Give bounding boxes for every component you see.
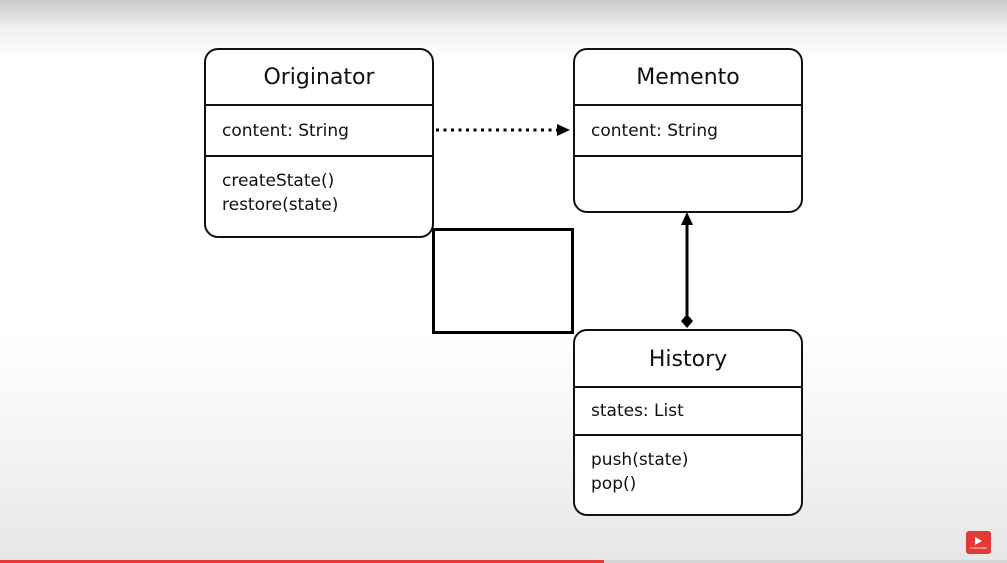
play-icon bbox=[975, 536, 982, 545]
originator-class: Originator content: String createState()… bbox=[204, 48, 434, 238]
memento-class: Memento content: String bbox=[573, 48, 803, 213]
originator-class-name: Originator bbox=[206, 50, 432, 106]
video-progress-fill bbox=[0, 560, 605, 563]
memento-attributes: content: String bbox=[575, 106, 801, 157]
originator-attributes: content: String bbox=[206, 106, 432, 157]
history-operation: pop() bbox=[591, 474, 637, 494]
history-class: History states: List push(state) pop() bbox=[573, 329, 803, 516]
aggregation-arrowhead bbox=[681, 212, 693, 225]
memento-attribute: content: String bbox=[591, 121, 718, 141]
empty-placeholder-box bbox=[432, 228, 574, 334]
subscribe-label: SUBSCRIBE bbox=[969, 545, 988, 550]
history-class-name: History bbox=[575, 331, 801, 388]
originator-operations: createState() restore(state) bbox=[206, 157, 432, 217]
video-progress-bar[interactable] bbox=[0, 560, 1007, 563]
originator-attribute: content: String bbox=[222, 121, 349, 141]
originator-operation: createState() bbox=[222, 171, 335, 191]
dependency-arrowhead bbox=[557, 124, 570, 136]
memento-class-name: Memento bbox=[575, 50, 801, 106]
originator-operation: restore(state) bbox=[222, 195, 339, 215]
history-attributes: states: List bbox=[575, 388, 801, 436]
subscribe-button[interactable]: SUBSCRIBE bbox=[966, 531, 991, 554]
history-operations: push(state) pop() bbox=[575, 436, 801, 496]
aggregation-diamond bbox=[681, 314, 693, 328]
history-attribute: states: List bbox=[591, 401, 684, 421]
history-operation: push(state) bbox=[591, 450, 689, 470]
